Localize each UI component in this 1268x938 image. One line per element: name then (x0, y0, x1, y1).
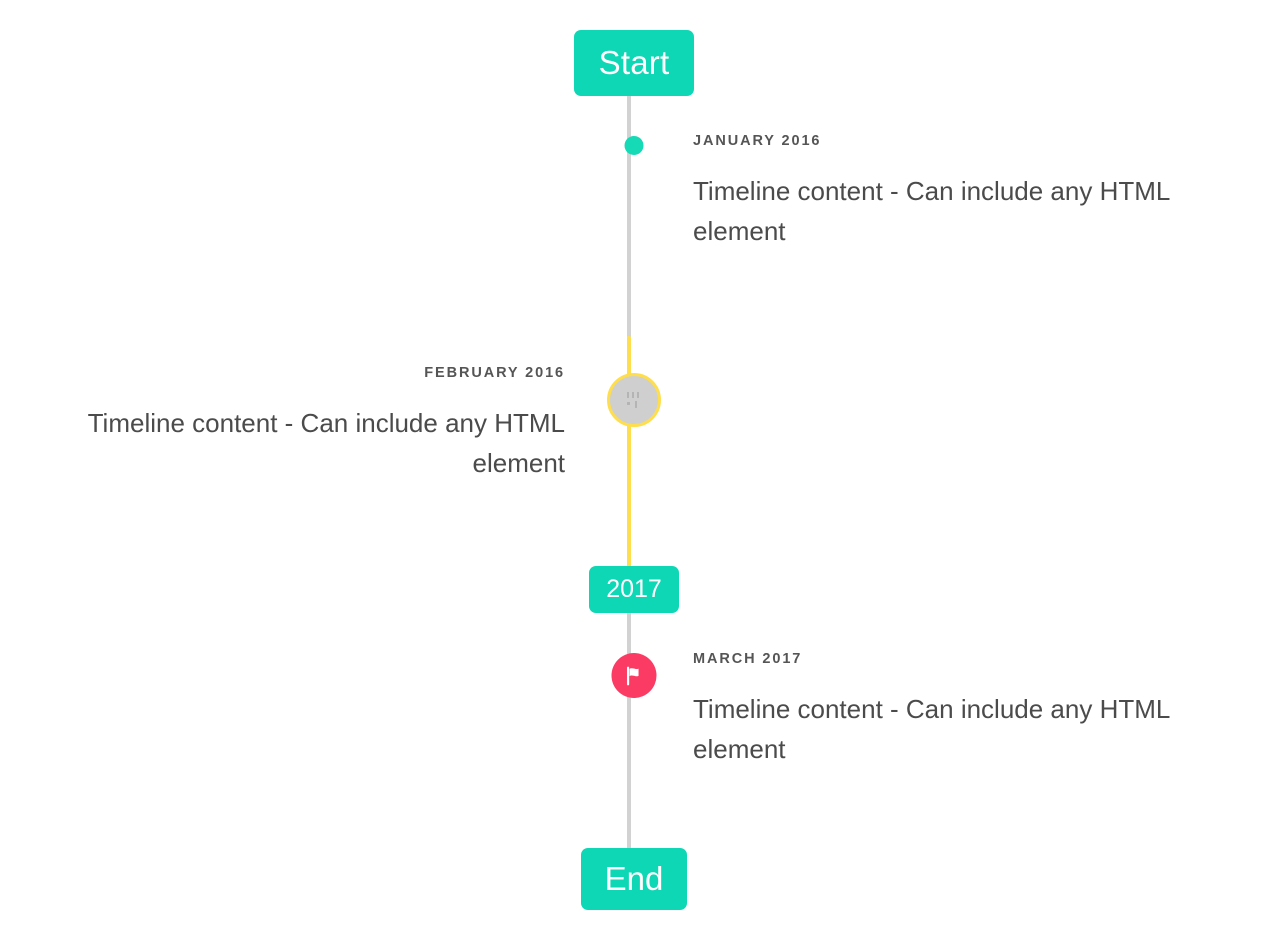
broken-image-icon (626, 391, 642, 409)
timeline-marker-broken-image[interactable] (607, 373, 661, 427)
timeline-year-badge[interactable]: 2017 (589, 566, 679, 613)
timeline-entry-content: Timeline content - Can include any HTML … (693, 693, 1170, 764)
timeline-end-badge[interactable]: End (581, 848, 687, 910)
timeline-entry-body: JANUARY 2016 Timeline content - Can incl… (693, 134, 1233, 251)
timeline-entry-date: FEBRUARY 2016 (424, 365, 565, 381)
timeline-entry-content: Timeline content - Can include any HTML … (87, 407, 565, 478)
timeline-entry-date: MARCH 2017 (693, 651, 803, 667)
timeline-marker-dot[interactable] (624, 136, 644, 155)
timeline-axis-segment-upper (627, 92, 631, 338)
timeline-entry: JANUARY 2016 Timeline content - Can incl… (0, 134, 1268, 251)
timeline-entry-date: JANUARY 2016 (693, 133, 822, 149)
timeline-entry: FEBRUARY 2016 Timeline content - Can inc… (0, 366, 1268, 483)
timeline-end-label: End (604, 860, 664, 897)
timeline-axis-segment-highlight (627, 336, 631, 570)
timeline-entry-body: FEBRUARY 2016 Timeline content - Can inc… (25, 366, 565, 483)
timeline-entry-body: MARCH 2017 Timeline content - Can includ… (693, 652, 1233, 769)
timeline-axis-segment-lower (627, 610, 631, 854)
flag-icon (626, 666, 639, 685)
timeline-marker-flag[interactable] (611, 653, 657, 698)
timeline-year-label: 2017 (606, 575, 662, 603)
timeline-entry-content: Timeline content - Can include any HTML … (693, 175, 1170, 246)
timeline-entry: MARCH 2017 Timeline content - Can includ… (0, 652, 1268, 769)
timeline-start-label: Start (598, 44, 670, 81)
timeline-start-badge[interactable]: Start (574, 30, 694, 96)
